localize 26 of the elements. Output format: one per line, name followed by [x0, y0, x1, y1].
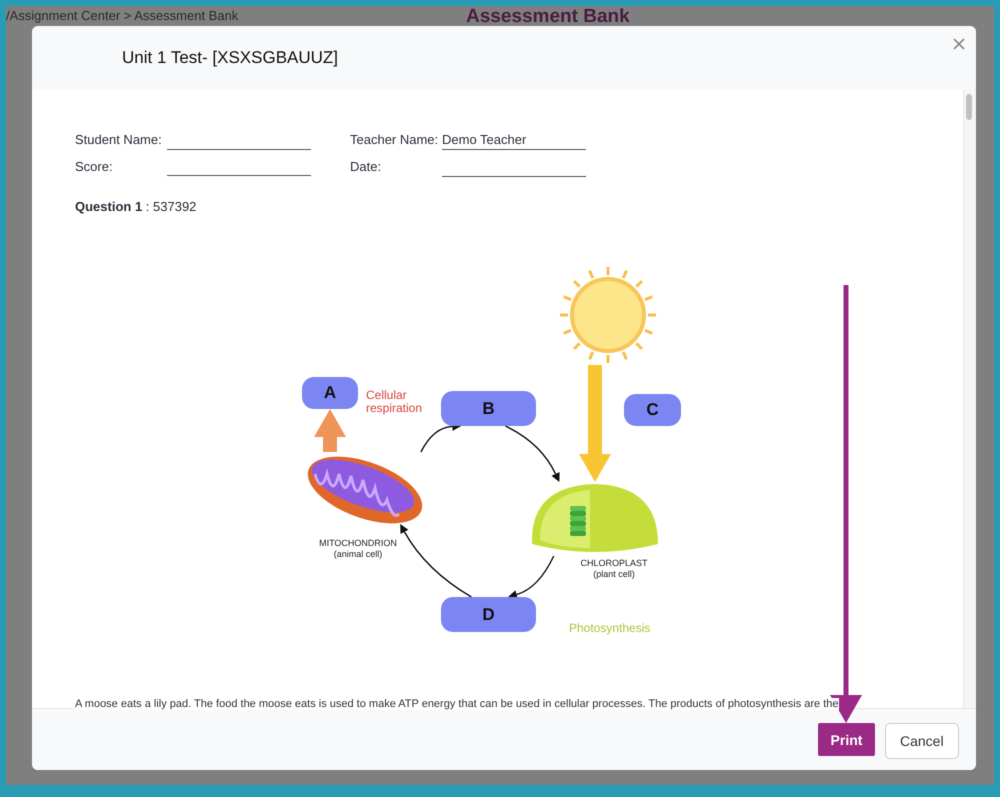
node-label: MITOCHONDRION (animal cell) [318, 538, 398, 560]
field-label: Student Name: [75, 132, 162, 147]
cycle-arrow [505, 425, 560, 482]
process-label: Photosynthesis [569, 621, 650, 635]
field-label: Date: [350, 159, 382, 174]
arrow [314, 409, 346, 452]
page-heading: Assessment Bank [466, 6, 630, 28]
question-heading: Question 1 : 537392 [75, 199, 196, 214]
dialog-title: Unit 1 Test- [XSXSGBAUUZ] [122, 48, 338, 68]
cycle-arrow [508, 556, 554, 599]
answer-box: A [302, 377, 358, 409]
answer-box: C [624, 394, 681, 426]
node-label: CHLOROPLAST (plant cell) [579, 558, 649, 580]
field-value: Demo Teacher [442, 132, 526, 147]
breadcrumb: /Assignment Center > Assessment Bank [6, 8, 238, 23]
field-label: Teacher Name: [350, 132, 438, 147]
field-label: Score: [75, 159, 113, 174]
arrow [830, 285, 862, 723]
arrow [579, 365, 611, 482]
question-text: A moose eats a lily pad. The food the moose eats is used to make ATP energy that can be used in cellular processes. The products of photosynthesis are the [75, 698, 839, 710]
answer-box: B [441, 391, 536, 426]
answer-box: D [441, 597, 536, 632]
cancel-button: Cancel [885, 723, 959, 759]
print-button: Print [818, 723, 875, 756]
cycle-arrow [400, 524, 472, 598]
process-label: Cellular respiration [366, 389, 424, 415]
